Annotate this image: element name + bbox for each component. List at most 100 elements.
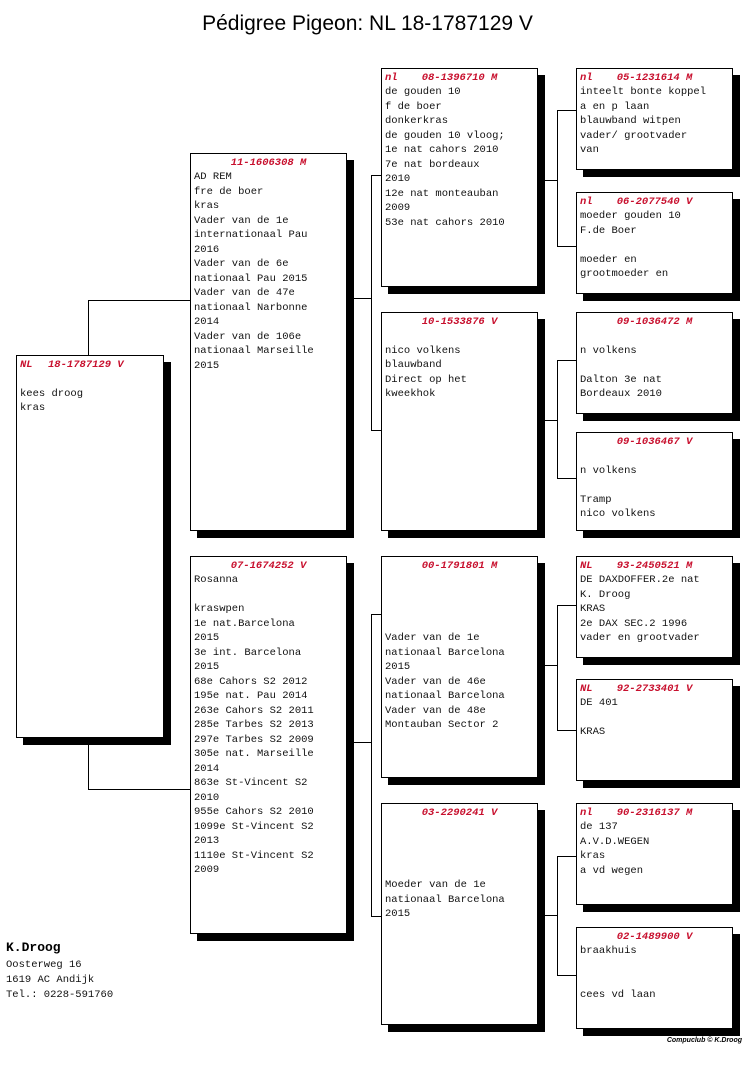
ring-number: 03-2290241 V xyxy=(385,806,534,820)
connector-line xyxy=(545,420,557,421)
owner-block: K.Droog Oosterweg 16 1619 AC Andijk Tel.… xyxy=(6,940,113,1003)
pigeon-info-line xyxy=(580,973,729,988)
pigeon-info-line: kweekhok xyxy=(385,388,436,400)
pigeon-info-line: 3e int. Barcelona xyxy=(194,646,302,659)
pigeon-info-line: 68e Cahors S2 2012 xyxy=(194,675,308,688)
pigeon-info-line: Vader van de 48e xyxy=(385,704,486,717)
pigeon-info-line xyxy=(194,588,343,603)
connector-line xyxy=(557,605,576,606)
pigeon-info-line xyxy=(385,588,534,603)
ring-code: 02-1489900 V xyxy=(616,931,693,943)
pigeon-info-line: 2015 xyxy=(194,359,220,372)
ring-prefix: nl xyxy=(580,72,593,84)
pigeon-info-line: 2015 xyxy=(385,661,411,673)
dam-sire-sire-card[interactable]: NL 93-2450521 M DE DAXDOFFER.2e nat K. Droo… xyxy=(576,556,733,658)
pigeon-info-line: K. Droog xyxy=(580,588,631,601)
ring-prefix: NL xyxy=(580,683,593,695)
connector-line xyxy=(353,298,371,299)
connector-line xyxy=(371,614,372,916)
connector-line xyxy=(557,975,576,976)
footer-credit: Compuclub © K.Droog xyxy=(666,1037,742,1044)
ring-code: 93-2450521 M xyxy=(616,560,693,572)
pigeon-info-line: kras xyxy=(580,850,606,862)
pigeon-info-line xyxy=(580,329,729,344)
pigeon-info-line: 2010 xyxy=(194,791,220,804)
pigeon-info-line xyxy=(385,329,534,344)
pigeon-info-line: DE DAXDOFFER.2e nat xyxy=(580,574,700,586)
pigeon-info-line: cees vd laan xyxy=(580,988,656,1001)
pigeon-info-line: moeder gouden 10 xyxy=(580,210,681,222)
ring-prefix: NL xyxy=(580,560,593,572)
pigeon-info-line: nationaal Marseille xyxy=(194,345,314,357)
pigeon-info-line: 1110e St-Vincent S2 xyxy=(194,849,314,862)
pigeon-info-line: Bordeaux 2010 xyxy=(580,388,662,400)
pigeon-info-line: 2015 xyxy=(194,661,220,673)
connector-line xyxy=(557,856,558,975)
pigeon-info-line: grootmoeder en xyxy=(580,268,669,280)
ring-number: 09-1036467 V xyxy=(580,435,729,449)
pigeon-info-line: Rosanna xyxy=(194,574,239,586)
pigeon-info-line: 7e nat bordeaux xyxy=(385,158,480,171)
pigeon-info-line: KRAS xyxy=(580,726,606,738)
pigeon-info-line xyxy=(580,358,729,373)
ring-number: 10-1533876 V xyxy=(385,315,534,329)
ring-code: 10-1533876 V xyxy=(421,316,498,328)
ring-code: 09-1036467 V xyxy=(616,436,693,448)
pigeon-info-line: nationaal Barcelona xyxy=(385,893,505,906)
pigeon-info-line: 2014 xyxy=(194,762,220,775)
pigeon-info-line xyxy=(385,864,534,879)
owner-postcode: 1619 AC Andijk xyxy=(6,974,95,986)
pigeon-info-line: nico volkens xyxy=(580,508,656,520)
pigeon-info-line: inteelt bonte koppel xyxy=(580,86,707,98)
connector-line xyxy=(557,110,576,111)
pigeon-info-line: nationaal Pau 2015 xyxy=(194,272,308,285)
pigeon-info-line: Montauban Sector 2 xyxy=(385,719,499,731)
pigeon-info-line: kras xyxy=(20,402,46,414)
pigeon-info-line: donkerkras xyxy=(385,115,449,127)
connector-line xyxy=(88,300,191,301)
pigeon-info-line: 2014 xyxy=(194,316,220,328)
pigeon-info-line: 2016 xyxy=(194,243,220,256)
page-title: Pédigree Pigeon: NL 18-1787129 V xyxy=(202,12,533,35)
pigeon-info-line: kraswpen xyxy=(194,603,245,615)
pigeon-info-line: 1e nat.Barcelona xyxy=(194,617,295,630)
pigeon-info-line xyxy=(385,617,534,632)
pigeon-info-line: Vader van de 46e xyxy=(385,675,486,688)
ring-prefix: nl xyxy=(580,807,593,819)
pigeon-info-line: F.de Boer xyxy=(580,224,637,237)
connector-line xyxy=(545,180,557,181)
pigeon-info-line: 12e nat monteauban xyxy=(385,187,499,200)
ring-code: 06-2077540 V xyxy=(616,196,693,208)
connector-line xyxy=(557,605,558,730)
connector-line xyxy=(371,175,382,176)
pigeon-info-line: moeder en xyxy=(580,253,637,266)
pigeon-info-line: AD REM xyxy=(194,171,232,183)
pigeon-info-line xyxy=(385,602,534,617)
pigeon-info-line xyxy=(580,449,729,464)
ring-number: nl 90-2316137 M xyxy=(580,806,729,820)
connector-line xyxy=(557,730,576,731)
pigeon-info-line: 2009 xyxy=(385,202,411,214)
ring-code: 03-2290241 V xyxy=(421,807,498,819)
pigeon-info-line: Vader van de 1e xyxy=(194,214,289,227)
ring-code: 90-2316137 M xyxy=(616,807,693,819)
pigeon-info-line xyxy=(385,573,534,588)
pigeon-info-line: vader/ grootvader xyxy=(580,129,688,142)
connector-line xyxy=(371,614,382,615)
ring-code: 09-1036472 M xyxy=(616,316,693,328)
